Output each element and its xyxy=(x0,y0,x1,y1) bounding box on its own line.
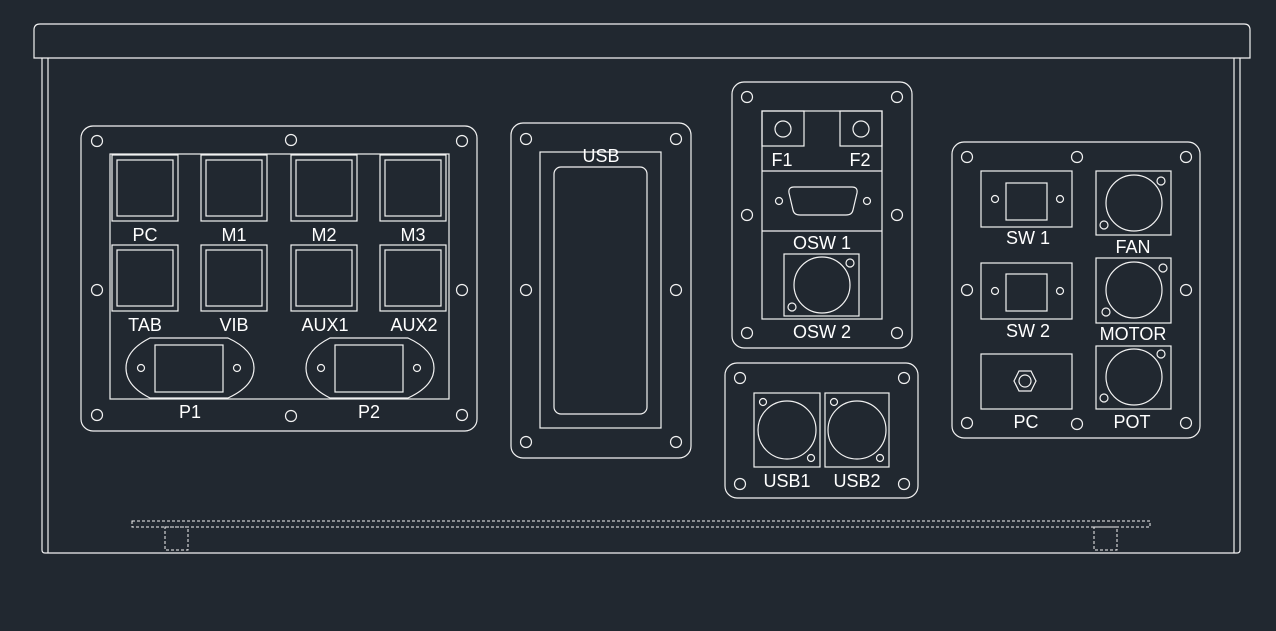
label-usb2: USB2 xyxy=(833,471,880,491)
connector-pc xyxy=(980,353,1073,410)
enclosure-body xyxy=(41,58,1241,554)
label-motor: MOTOR xyxy=(1100,324,1167,344)
port-vib xyxy=(200,244,268,312)
connector-fan xyxy=(1095,170,1172,236)
right-panel: SW 1 FAN SW 2 MOTOR PC POT xyxy=(951,141,1201,439)
label-vib: VIB xyxy=(219,315,248,335)
mounting-holes xyxy=(960,150,1193,431)
label-osw1: OSW 1 xyxy=(793,233,851,253)
switch-sw1 xyxy=(980,170,1073,228)
label-pc: PC xyxy=(132,225,157,245)
label-osw2: OSW 2 xyxy=(793,322,851,342)
port-aux1 xyxy=(290,244,358,312)
label-sw1: SW 1 xyxy=(1006,228,1050,248)
label-f1: F1 xyxy=(771,150,792,170)
port-m3 xyxy=(379,154,447,222)
label-p1: P1 xyxy=(179,402,201,422)
fuse-f2 xyxy=(839,110,883,147)
enclosure-lid xyxy=(33,23,1251,59)
port-pc xyxy=(111,154,179,222)
fuse-f1 xyxy=(761,110,805,147)
mounting-holes xyxy=(519,132,683,449)
label-aux2: AUX2 xyxy=(390,315,437,335)
connector-p1 xyxy=(125,337,255,399)
label-tab: TAB xyxy=(128,315,162,335)
label-aux1: AUX1 xyxy=(301,315,348,335)
label-usb: USB xyxy=(582,146,619,166)
connector-osw2 xyxy=(783,253,860,317)
left-panel: PC M1 M2 M3 TAB VIB AUX1 AUX2 P1 P2 xyxy=(80,125,478,432)
connector-pot xyxy=(1095,345,1172,410)
label-m2: M2 xyxy=(311,225,336,245)
connector-p2 xyxy=(305,337,435,399)
label-pc-right: PC xyxy=(1013,412,1038,432)
label-fan: FAN xyxy=(1115,237,1150,257)
mounting-rail xyxy=(131,520,1151,551)
port-m1 xyxy=(200,154,268,222)
usb-pair-panel: USB1 USB2 xyxy=(724,362,919,499)
mounting-holes xyxy=(733,371,911,491)
switch-sw2 xyxy=(980,262,1073,320)
connector-usb1 xyxy=(753,392,821,468)
connector-motor xyxy=(1095,257,1172,324)
usb-panel: USB xyxy=(510,122,692,459)
port-aux2 xyxy=(379,244,447,312)
label-sw2: SW 2 xyxy=(1006,321,1050,341)
port-tab xyxy=(111,244,179,312)
label-p2: P2 xyxy=(358,402,380,422)
mounting-holes xyxy=(90,133,469,423)
connector-usb2 xyxy=(824,392,890,468)
port-m2 xyxy=(290,154,358,222)
label-m1: M1 xyxy=(221,225,246,245)
mounting-holes xyxy=(740,90,904,340)
label-usb1: USB1 xyxy=(763,471,810,491)
osw-panel: F1 F2 OSW 1 OSW 2 xyxy=(731,81,913,349)
connector-osw1 xyxy=(774,186,872,216)
label-m3: M3 xyxy=(400,225,425,245)
label-f2: F2 xyxy=(849,150,870,170)
label-pot: POT xyxy=(1113,412,1150,432)
